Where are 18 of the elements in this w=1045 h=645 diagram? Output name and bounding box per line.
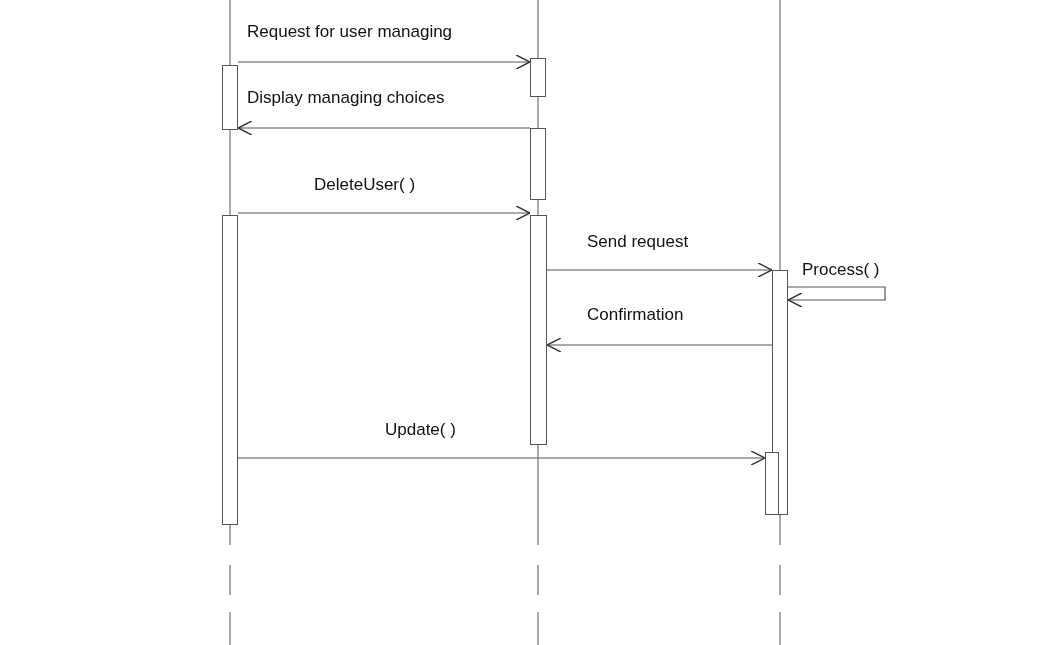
message-arrow xyxy=(237,205,531,221)
message-label: Process( ) xyxy=(800,260,882,280)
message-label: Send request xyxy=(585,232,691,252)
message-arrow xyxy=(787,286,886,308)
activation-bar xyxy=(765,452,779,515)
activation-bar xyxy=(530,215,547,445)
message-arrow xyxy=(237,450,766,466)
activation-bar xyxy=(530,128,546,200)
message-label: DeleteUser( ) xyxy=(312,175,418,195)
message-arrow xyxy=(546,262,773,278)
message-label: Update( ) xyxy=(383,420,458,440)
activation-bar xyxy=(222,65,238,130)
message-arrow xyxy=(237,54,531,70)
message-label: Display managing choices xyxy=(245,88,447,108)
activation-bar xyxy=(222,215,238,525)
activation-bar xyxy=(530,58,546,97)
message-arrow xyxy=(546,337,773,353)
message-arrow xyxy=(237,120,531,136)
